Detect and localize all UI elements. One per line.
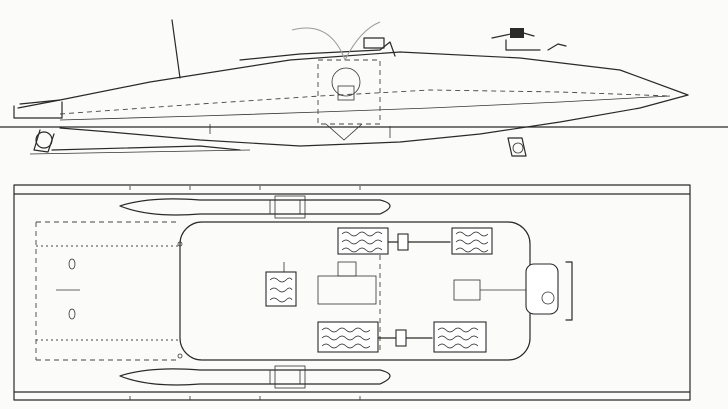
stern-block (13, 101, 63, 119)
torpedo-top-bands (269, 200, 301, 214)
cockpit-hatch (363, 37, 385, 49)
shaft-line (29, 149, 251, 155)
turret-pivot (541, 291, 555, 305)
centre-fitting-3 (68, 308, 76, 320)
bow-fitting (547, 43, 567, 51)
engine-bottom-gearbox-detail (437, 327, 479, 349)
engine-top (337, 227, 493, 255)
centre-fitting-1 (68, 258, 76, 270)
forward-turret (525, 263, 559, 315)
fitting-b (177, 353, 183, 359)
hull-deck-line (17, 51, 689, 109)
side-elevation-view (0, 19, 728, 157)
exhaust-sketch (291, 21, 381, 62)
propeller-hub (35, 131, 53, 149)
fuel-tank-cap (337, 261, 357, 277)
hull-keel-line (59, 94, 689, 147)
torpedo-bottom (119, 368, 391, 386)
hull-ticks-top (129, 186, 361, 190)
engine-top-gearbox-detail (455, 231, 489, 253)
forward-skeg (507, 137, 527, 157)
torpedo-top-cradle (274, 195, 306, 219)
plan-hull-outline (13, 184, 691, 401)
torpedo-top (119, 198, 391, 216)
stern-top (19, 99, 61, 105)
engine-top-coupling (397, 233, 409, 251)
auxiliary-engine-detail (269, 277, 293, 303)
hull-ticks-bottom (129, 396, 361, 400)
antenna-mast (171, 19, 181, 79)
torpedo-bottom-bands (269, 370, 301, 384)
cockpit-coaming (239, 41, 396, 61)
shaft-strut (51, 145, 241, 151)
fuel-tank (317, 275, 377, 305)
engine-bottom-coupling (395, 329, 407, 347)
gun-pedestal (505, 39, 541, 51)
engine-flywheel (331, 67, 361, 97)
forward-skeg-hub (512, 142, 524, 154)
rudder (33, 129, 55, 153)
forward-bracket (565, 261, 573, 321)
torpedo-bottom-cradle (274, 365, 306, 389)
engine-keel-fitting (325, 123, 363, 141)
fitting-a (177, 241, 183, 247)
engine-bottom (317, 321, 487, 353)
helm-console (453, 279, 481, 301)
hull-inner-dashed (59, 89, 671, 115)
engine-bottom-cylinders (321, 327, 371, 349)
engine-block (337, 85, 355, 101)
engine-bottom-block (317, 321, 379, 353)
hull-chine (59, 95, 671, 121)
gun-breech (510, 28, 524, 38)
engine-bottom-gearbox (433, 321, 487, 353)
engine-top-cylinders (341, 231, 383, 253)
plan-view (13, 184, 691, 401)
engine-bay-outline (317, 59, 381, 125)
